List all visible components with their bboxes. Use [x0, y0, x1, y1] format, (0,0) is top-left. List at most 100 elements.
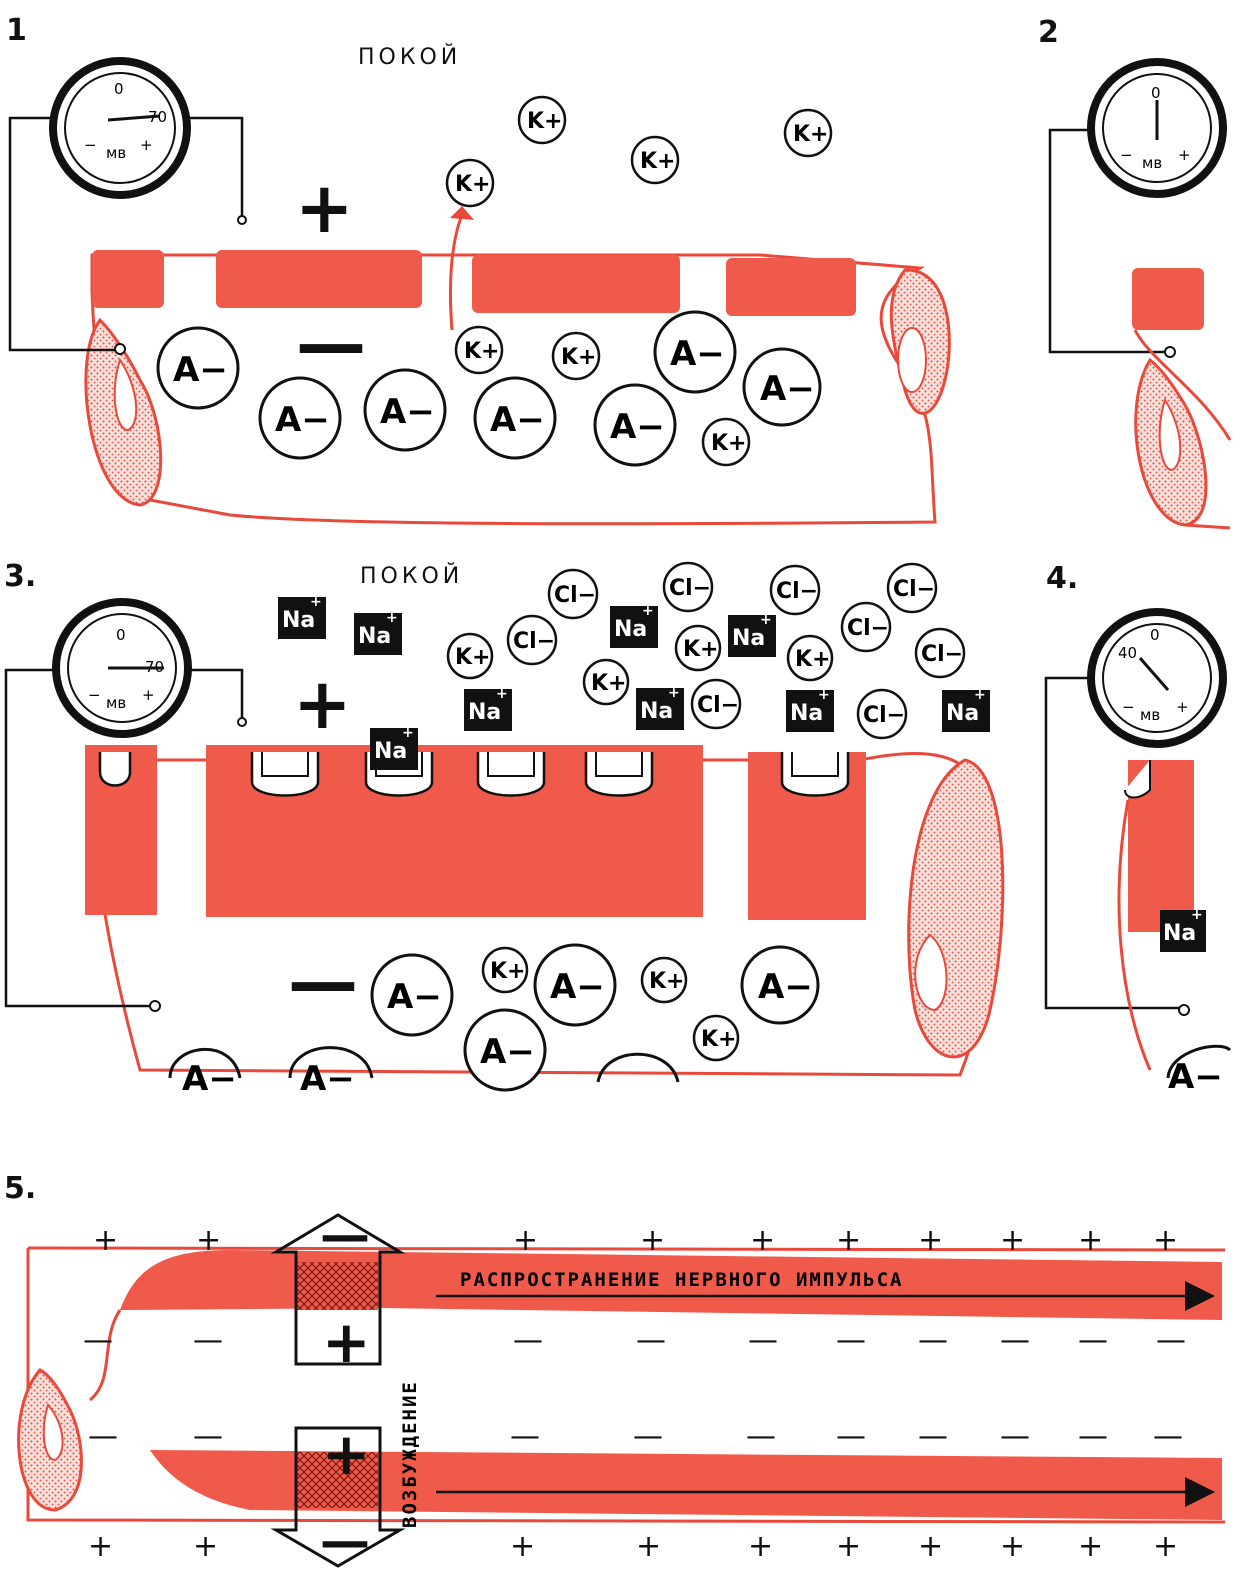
cl-ion: Cl− — [840, 601, 892, 653]
voltmeter-dial — [49, 57, 191, 199]
k-ion-outside: K+ — [783, 108, 833, 158]
svg-text:A−: A− — [480, 1032, 535, 1072]
panel-5: 5. — + + — ВОЗБУЖДЕНИЕ РАСПРОСТРАНЕНИЕ Н… — [4, 1171, 1226, 1570]
svg-text:+: + — [818, 687, 830, 703]
svg-text:A−: A− — [300, 1059, 355, 1099]
svg-text:K+: K+ — [455, 645, 490, 670]
excitation-minus-top: — — [320, 1206, 370, 1264]
svg-text:+: + — [760, 612, 772, 628]
minus-sign-inner-top: — — [1078, 1323, 1108, 1358]
anion: A− — [370, 953, 454, 1037]
k-ion-inside: K+ — [551, 331, 601, 381]
na-ion: Na+ — [942, 687, 990, 732]
rest-label-1: ПОКОЙ — [358, 44, 461, 70]
electrode-inside — [114, 343, 126, 355]
rest-label-3: ПОКОЙ — [360, 563, 463, 589]
svg-text:+: + — [1191, 907, 1203, 923]
na-ion: Na+ — [464, 686, 512, 731]
svg-text:+: + — [496, 686, 508, 702]
voltmeter-wire — [185, 116, 244, 218]
k-ion-outside: K+ — [445, 158, 495, 208]
voltmeter-3: 0 70 − мв + — [4, 598, 247, 1012]
anion: A− — [156, 326, 240, 410]
k-ion-outside: K+ — [674, 624, 722, 672]
svg-text:Cl−: Cl− — [776, 579, 818, 604]
svg-text:A−: A− — [1168, 1057, 1223, 1097]
svg-text:+: + — [310, 594, 322, 610]
anion: A− — [258, 376, 342, 460]
svg-text:A−: A− — [760, 369, 815, 409]
svg-text:+: + — [142, 686, 155, 704]
svg-text:K+: K+ — [711, 431, 746, 456]
na-ion: Na+ — [278, 594, 326, 639]
anion: A− — [473, 376, 557, 460]
membrane-segment — [92, 250, 164, 308]
minus-sign-inner-top: — — [1000, 1323, 1030, 1358]
excitation-label: ВОЗБУЖДЕНИЕ — [399, 1380, 421, 1528]
excitation-plus-top: + — [322, 1308, 371, 1376]
plus-sign-outer-bottom: + — [1153, 1529, 1178, 1564]
svg-text:−: − — [1122, 698, 1135, 716]
voltmeter-wire — [8, 116, 118, 352]
svg-text:K+: K+ — [683, 637, 718, 662]
plus-sign-outer-top: + — [1078, 1223, 1103, 1258]
minus-sign-inner-top: — — [193, 1323, 223, 1358]
k-ion-outside: K+ — [446, 632, 494, 680]
svg-text:A−: A− — [387, 977, 442, 1017]
minus-sign-inner-bottom: — — [836, 1419, 866, 1454]
plus-sign-outer-bottom: + — [1000, 1529, 1025, 1564]
panel-4: 4. 0 40 − мв + Na+ A− — [1044, 561, 1232, 1097]
plus-sign-outer-bottom: + — [836, 1529, 861, 1564]
k-ion-outside: K+ — [786, 634, 834, 682]
na-ion: Na+ — [786, 687, 834, 732]
anion: A− — [363, 368, 447, 452]
gauge-unit: мв — [1142, 154, 1162, 172]
gauge-zero: 0 — [1151, 84, 1161, 102]
cl-ion: Cl− — [506, 614, 558, 666]
anion: A− — [533, 943, 617, 1027]
na-ion: Na+ — [610, 603, 658, 648]
charge-signs: ++++++++++————————————————————++++++++++ — [83, 1223, 1186, 1564]
k-ion-inside: K+ — [454, 325, 504, 375]
panel-3: 3. ПОКОЙ 0 70 − мв + + — — [4, 559, 1005, 1099]
plus-sign-outer-bottom: + — [193, 1529, 218, 1564]
excitation-arrow-bottom — [270, 1426, 406, 1568]
membrane-segment — [1132, 268, 1204, 330]
axon-end-hole — [897, 327, 927, 393]
svg-text:A−: A− — [550, 967, 605, 1007]
svg-text:Na: Na — [374, 739, 407, 764]
svg-text:A−: A− — [182, 1059, 237, 1099]
minus-sign-inner-top: — — [83, 1323, 113, 1358]
svg-text:Cl−: Cl− — [893, 577, 935, 602]
excitation-plus-bottom: + — [322, 1420, 371, 1488]
k-ion-inside: K+ — [701, 417, 751, 467]
plus-sign-outer-bottom: + — [88, 1529, 113, 1564]
propagation-label: РАСПРОСТРАНЕНИЕ НЕРВНОГО ИМПУЛЬСА — [460, 1269, 904, 1291]
inside-minus-sign: — — [288, 941, 358, 1023]
membrane-segment — [472, 255, 680, 313]
cl-ion: Cl− — [662, 561, 714, 613]
svg-text:−: − — [88, 686, 101, 704]
anion: A− — [288, 1046, 374, 1099]
minus-sign-inner-bottom: — — [633, 1419, 663, 1454]
svg-text:Na: Na — [282, 608, 315, 633]
membrane-band-top — [120, 1250, 1222, 1320]
plus-sign-outer-bottom: + — [636, 1529, 661, 1564]
gauge-value-40: 40 — [1118, 644, 1137, 662]
k-ion-outside: K+ — [630, 135, 680, 185]
na-ion: Na+ — [636, 685, 684, 730]
plus-sign-outer-top: + — [1153, 1223, 1178, 1258]
cl-ion: Cl− — [769, 564, 821, 616]
svg-text:A−: A− — [173, 350, 228, 390]
svg-text:Na: Na — [790, 701, 823, 726]
svg-text:Na: Na — [358, 624, 391, 649]
svg-text:Na: Na — [614, 617, 647, 642]
gauge-plus: + — [1178, 146, 1191, 164]
gauge-zero: 0 — [114, 80, 124, 98]
outside-plus-sign: + — [295, 167, 354, 249]
anion: A− — [463, 1008, 547, 1092]
excited-zone-bottom — [296, 1452, 378, 1508]
na-ion: Na+ — [354, 610, 402, 655]
panel-2: 2 0 − мв + — [1038, 15, 1232, 530]
sodium-channel — [780, 752, 850, 797]
